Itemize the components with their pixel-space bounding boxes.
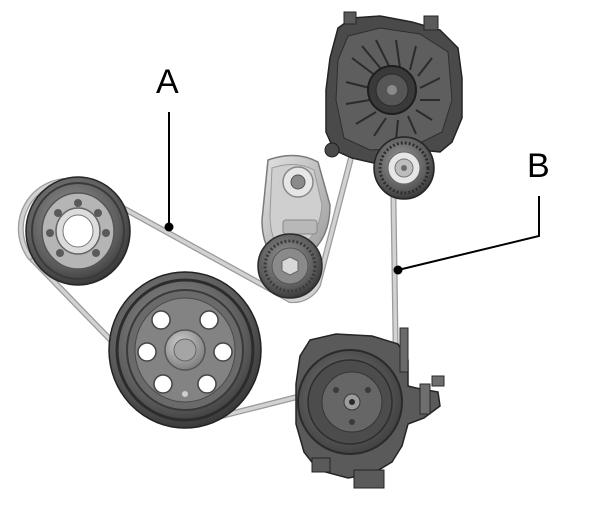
crank-pulley-icon: [108, 271, 262, 429]
callout-b: B: [393, 147, 550, 275]
compressor-icon: [295, 327, 445, 489]
callout-b-label: B: [527, 147, 550, 185]
callout-b-dot: [393, 265, 403, 275]
callout-a-label: A: [156, 63, 179, 101]
callout-a-dot: [164, 222, 174, 232]
pulley-icon: [373, 136, 435, 200]
pulley-icon: [25, 176, 131, 286]
callout-a: A: [156, 63, 179, 232]
tensioner-icon: [257, 154, 331, 299]
alternator-icon: [324, 11, 463, 165]
